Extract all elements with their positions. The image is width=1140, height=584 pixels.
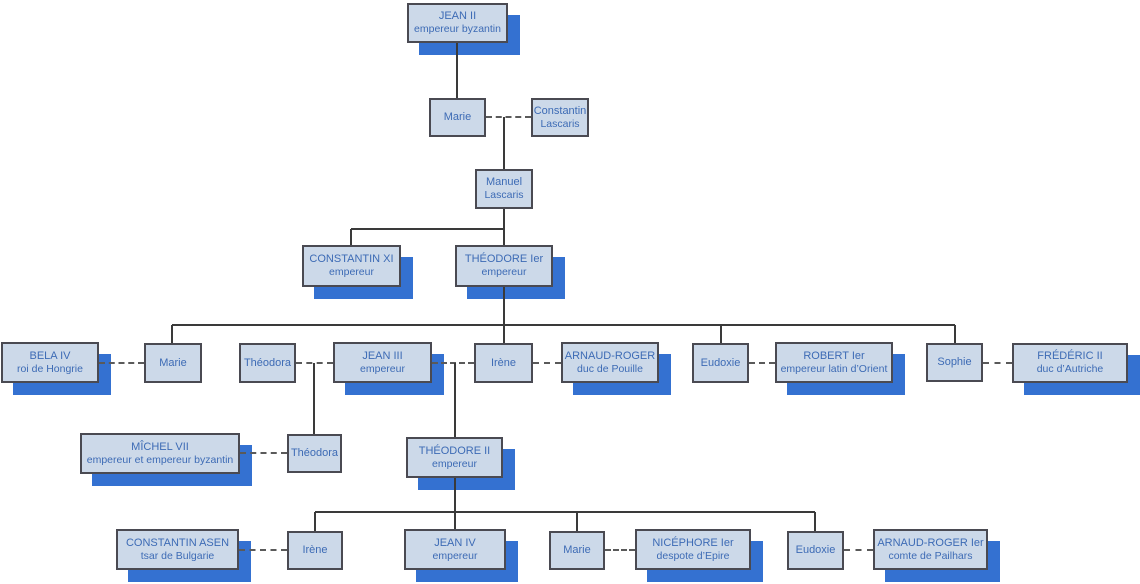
person-title: Lascaris xyxy=(540,117,580,130)
person-name: Irène xyxy=(490,356,517,369)
marriage-connector-line xyxy=(749,362,775,364)
descent-connector-line xyxy=(503,117,505,169)
marriage-connector-line xyxy=(983,362,1012,364)
person-name: Théodora xyxy=(290,447,339,460)
person-name: THÉODORE II xyxy=(418,444,491,457)
person-title: empereur xyxy=(360,362,405,375)
node-theodora-epouse-jean3[interactable]: Théodora xyxy=(239,343,296,383)
person-name: ARNAUD-ROGER xyxy=(564,349,656,362)
person-name: MÎCHEL VII xyxy=(131,440,189,453)
descent-connector-line xyxy=(503,209,505,245)
node-eudoxie-fille-theodore2[interactable]: Eudoxie xyxy=(787,531,844,570)
person-title: empereur et empereur byzantin xyxy=(86,453,234,466)
descent-connector-line xyxy=(720,325,722,343)
node-irene-fille-theodore[interactable]: Irène xyxy=(474,343,533,383)
person-name: Marie xyxy=(159,356,187,369)
marriage-connector-line xyxy=(533,362,561,364)
person-name: BELA IV xyxy=(29,349,71,362)
person-name: Constantin xyxy=(533,104,587,117)
marriage-connector-line xyxy=(240,452,287,454)
marriage-connector-line xyxy=(486,116,531,118)
person-name: THÉODORE Ier xyxy=(464,253,544,266)
person-title: duc de Pouille xyxy=(577,362,643,375)
descent-connector-line xyxy=(954,325,956,343)
person-name: FRÉDÉRIC II xyxy=(1037,350,1103,363)
person-name: Marie xyxy=(563,544,591,557)
person-name: JEAN III xyxy=(362,349,403,362)
descent-connector-line xyxy=(172,324,955,326)
node-irene-fille-theodore2[interactable]: Irène xyxy=(287,531,343,570)
descent-connector-line xyxy=(454,478,456,529)
person-title: empereur byzantin xyxy=(414,23,501,36)
person-name: Eudoxie xyxy=(700,356,741,369)
descent-connector-line xyxy=(503,287,505,343)
person-name: JEAN IV xyxy=(434,536,476,549)
node-marie-epouse-lascaris[interactable]: Marie xyxy=(429,98,486,137)
person-title: Lascaris xyxy=(484,189,524,202)
node-sophie[interactable]: Sophie xyxy=(926,343,983,382)
person-name: ROBERT Ier xyxy=(803,349,865,362)
descent-connector-line xyxy=(314,512,316,531)
descent-connector-line xyxy=(171,325,173,343)
descent-connector-line xyxy=(313,363,315,434)
descent-connector-line xyxy=(315,511,815,513)
marriage-connector-line xyxy=(99,362,144,364)
descent-connector-line xyxy=(814,512,816,531)
person-title: comte de Pailhars xyxy=(888,549,973,562)
person-name: Marie xyxy=(443,111,472,124)
person-name: Manuel xyxy=(485,176,523,189)
person-name: JEAN II xyxy=(438,10,477,23)
person-title: tsar de Bulgarie xyxy=(140,549,215,562)
marriage-connector-line xyxy=(844,549,873,551)
person-title: empereur xyxy=(432,457,477,470)
node-theodora-fille-jean3[interactable]: Théodora xyxy=(287,434,342,473)
person-name: CONSTANTIN XI xyxy=(309,253,394,266)
person-title: empereur xyxy=(432,549,478,562)
person-title: empereur latin d’Orient xyxy=(780,362,888,375)
person-name: Théodora xyxy=(243,356,292,369)
descent-connector-line xyxy=(351,228,504,230)
person-name: Irène xyxy=(302,544,328,557)
person-title: roi de Hongrie xyxy=(17,362,83,375)
person-title: empereur xyxy=(329,266,374,279)
person-title: duc d’Autriche xyxy=(1036,363,1104,376)
person-title: despote d’Epire xyxy=(656,549,730,562)
node-marie-fille-theodore[interactable]: Marie xyxy=(144,343,202,383)
marriage-connector-line xyxy=(432,362,474,364)
person-name: Eudoxie xyxy=(795,544,836,557)
descent-connector-line xyxy=(350,229,352,245)
marriage-connector-line xyxy=(239,549,287,551)
person-name: NICÉPHORE Ier xyxy=(652,536,734,549)
node-eudoxie-fille-theodore[interactable]: Eudoxie xyxy=(692,343,749,383)
marriage-connector-line xyxy=(605,549,635,551)
node-marie-fille-theodore2[interactable]: Marie xyxy=(549,531,605,570)
descent-connector-line xyxy=(576,512,578,531)
person-name: CONSTANTIN ASEN xyxy=(125,536,230,549)
person-name: ARNAUD-ROGER Ier xyxy=(877,536,984,549)
person-title: empereur xyxy=(481,266,527,279)
person-name: Sophie xyxy=(937,356,972,369)
descent-connector-line xyxy=(456,43,458,98)
descent-connector-line xyxy=(454,363,456,437)
